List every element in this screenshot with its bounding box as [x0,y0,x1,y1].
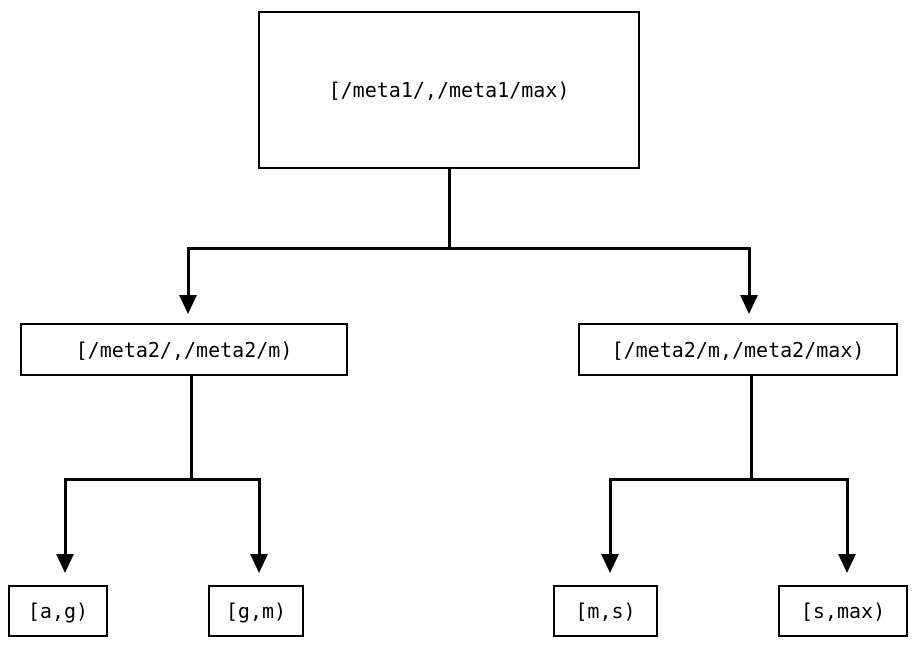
edge-mid-left-to-leaf-ag-drop [64,478,67,556]
node-root[interactable]: [/meta1/,/meta1/max) [258,11,640,169]
edge-mid-left-to-leaf-gm-drop [258,478,261,556]
edge-mid-right-to-leaf-smax-drop [846,478,849,556]
edge-mid-right-to-leaf-ms-drop [609,478,612,556]
node-mid-left-label: [/meta2/,/meta2/m) [75,337,293,362]
edge-mid-left-stem [190,376,193,480]
node-leaf-ms-label: [m,s) [575,599,636,623]
edge-root-to-mid-left-drop [187,247,190,297]
arrowhead-mid-right-to-leaf-smax [838,554,856,573]
edge-mid-right-stem [750,376,753,480]
node-leaf-smax-label: [s,max) [800,599,886,623]
edge-root-to-mid-right-drop [748,247,751,297]
edge-mid-right-bus [609,478,849,481]
node-leaf-gm-label: [g,m) [225,599,287,623]
node-leaf-smax[interactable]: [s,max) [778,585,908,637]
node-leaf-ag-label: [a,g) [27,599,89,623]
node-mid-left[interactable]: [/meta2/,/meta2/m) [20,323,348,376]
edge-mid-left-bus [64,478,261,481]
arrowhead-root-to-mid-right [740,295,758,314]
arrowhead-mid-left-to-leaf-ag [56,554,74,573]
edge-root-bus [187,247,751,250]
node-leaf-ag[interactable]: [a,g) [8,585,108,637]
node-mid-right-label: [/meta2/m,/meta2/max) [611,337,865,362]
node-leaf-gm[interactable]: [g,m) [208,585,304,637]
node-mid-right[interactable]: [/meta2/m,/meta2/max) [578,323,898,376]
node-leaf-ms[interactable]: [m,s) [553,585,658,637]
arrowhead-mid-right-to-leaf-ms [601,554,619,573]
arrowhead-root-to-mid-left [179,295,197,314]
node-root-label: [/meta1/,/meta1/max) [328,78,570,102]
arrowhead-mid-left-to-leaf-gm [250,554,268,573]
edge-root-stem [448,169,451,249]
